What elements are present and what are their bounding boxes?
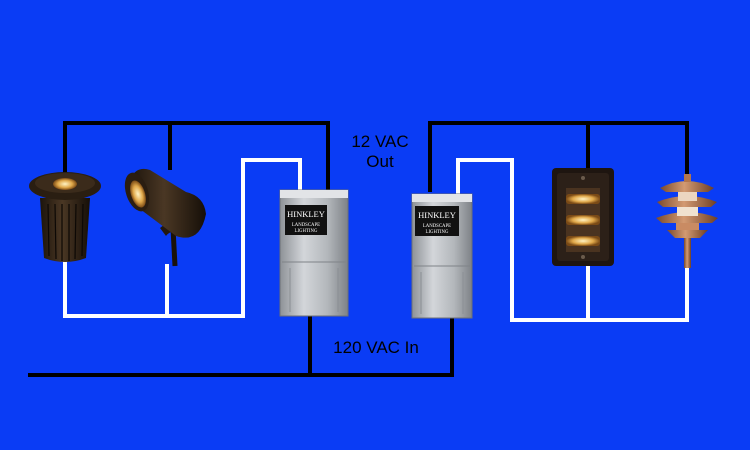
svg-text:LIGHTING: LIGHTING	[426, 230, 449, 235]
right-black-wire	[428, 121, 689, 192]
left-black-wire	[63, 121, 330, 192]
well-light-fixture	[29, 172, 101, 262]
output-voltage-line2: Out	[366, 152, 394, 171]
left-white-wire	[63, 158, 302, 318]
black-wires	[28, 121, 689, 377]
spot-light-fixture	[124, 168, 206, 267]
right-white-wire	[456, 158, 689, 322]
tier-path-light-fixture	[656, 174, 718, 268]
input-line-black	[28, 316, 454, 377]
step-light-fixture	[552, 168, 614, 266]
hinkley-logo-right: HINKLEY	[418, 210, 456, 220]
input-voltage-label: 120 VAC In	[333, 338, 419, 357]
transformer-left: HINKLEY LANDSCAPE LIGHTING	[279, 189, 349, 317]
hinkley-logo-left: HINKLEY	[287, 209, 325, 219]
svg-text:LANDSCAPE: LANDSCAPE	[292, 223, 320, 228]
svg-text:LANDSCAPE: LANDSCAPE	[423, 224, 451, 229]
output-voltage-line1: 12 VAC	[351, 132, 409, 151]
transformer-right: HINKLEY LANDSCAPE LIGHTING	[411, 193, 473, 319]
output-voltage-label: 12 VAC Out	[334, 132, 426, 172]
white-wires	[63, 158, 689, 322]
svg-text:LIGHTING: LIGHTING	[295, 229, 318, 234]
